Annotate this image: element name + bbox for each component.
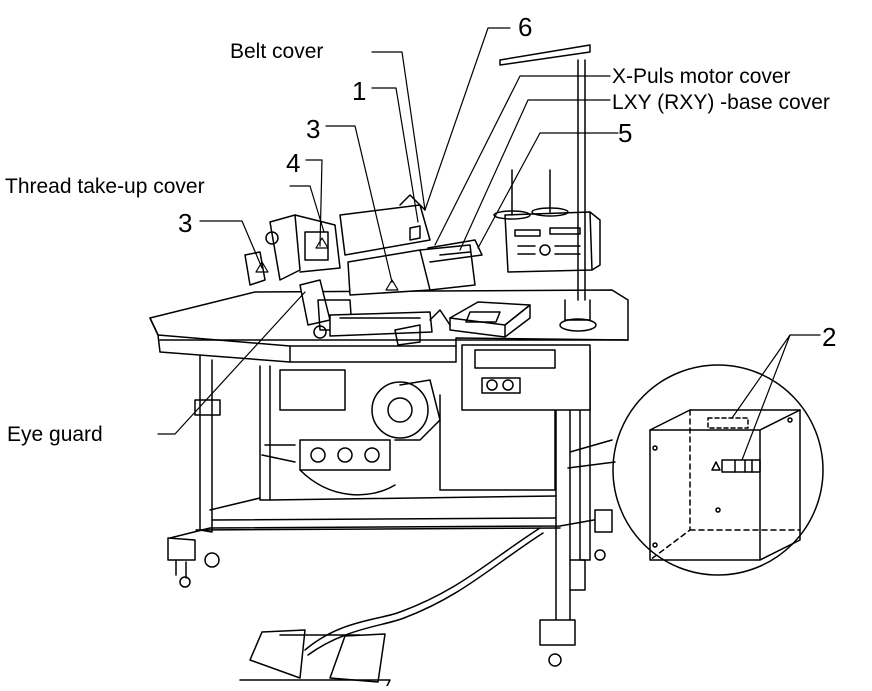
leader-lines	[157, 27, 821, 461]
warning-triangles	[255, 237, 399, 291]
callout-3-left: 3	[178, 208, 193, 238]
control-box-detail	[567, 364, 824, 576]
label-belt-cover: Belt cover	[230, 40, 324, 63]
motor	[279, 369, 441, 441]
callout-2: 2	[822, 322, 837, 352]
operation-panel	[504, 211, 601, 273]
foot-pedal	[239, 527, 544, 691]
pneumatic-unit	[261, 439, 396, 496]
callout-5: 5	[618, 118, 633, 148]
label-lxy-base-cover: LXY (RXY) -base cover	[612, 91, 830, 114]
callout-1: 1	[352, 76, 367, 106]
label-x-puls-motor-cover: X-Puls motor cover	[612, 65, 791, 88]
label-eye-guard: Eye guard	[7, 423, 103, 446]
thread-stand	[493, 44, 597, 332]
label-thread-take-up-cover: Thread take-up cover	[5, 175, 205, 198]
table-frame	[167, 349, 613, 667]
callout-6: 6	[518, 12, 533, 42]
callout-3-upper: 3	[306, 114, 321, 144]
x-puls-cover-shape	[347, 239, 483, 296]
sewing-head	[244, 194, 451, 346]
control-box	[439, 344, 591, 491]
table-cover-block	[449, 301, 531, 338]
callout-4: 4	[286, 148, 301, 178]
